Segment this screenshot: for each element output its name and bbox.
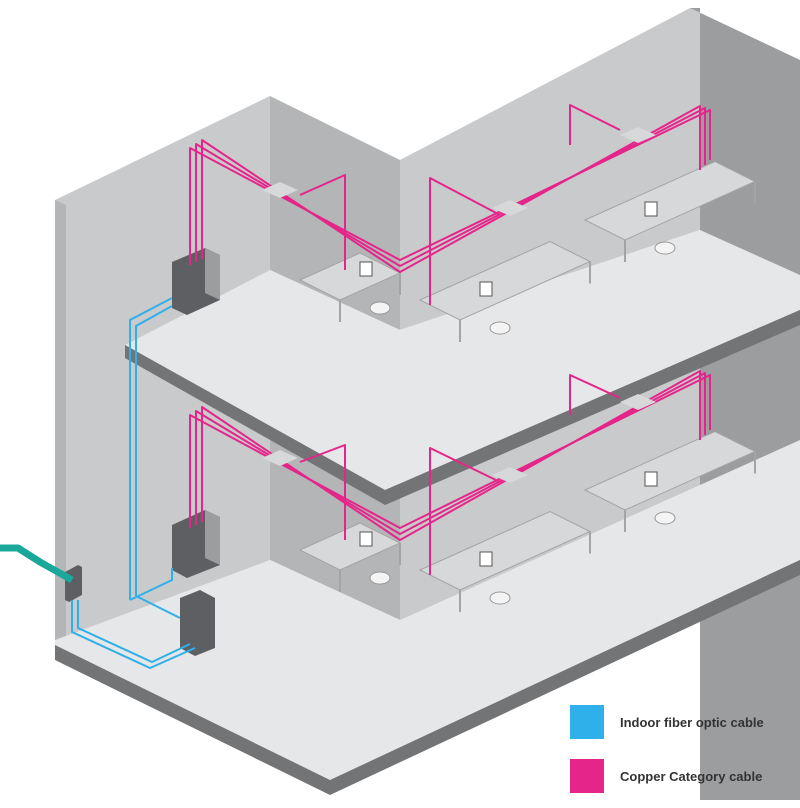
ceiling-panel (262, 450, 298, 466)
legend-item-fiber: Indoor fiber optic cable (570, 700, 795, 744)
lower-telecom-cabinet-side (205, 510, 220, 565)
fiber-optic-cables (71, 297, 196, 670)
fiber-to-rack (135, 595, 181, 619)
desk-upper-center-monitor (479, 281, 493, 297)
ceiling-panel (620, 394, 656, 410)
copper-cable-run (201, 105, 701, 273)
desk-lower-left-chair (369, 571, 391, 585)
desk-upper-right-chair (654, 241, 676, 255)
network-equipment (65, 248, 220, 656)
copper-cable-run (299, 174, 346, 270)
copper-cable-run (569, 374, 621, 415)
ground-floor (55, 440, 800, 795)
copper-cable-run (429, 177, 501, 305)
copper-category-cables (189, 104, 711, 575)
right-edge-wall (690, 8, 800, 800)
fiber-riser-cable (71, 600, 196, 670)
fiber-riser-cable-2 (77, 600, 191, 664)
desk-lower-right-chair (654, 511, 676, 525)
copper-cable-run (189, 109, 711, 265)
desk-lower-left-monitor (359, 531, 373, 547)
fiber-backbone-lower (129, 568, 173, 601)
desk-upper-left-monitor (359, 261, 373, 277)
desk-lower-center-chair (489, 591, 511, 605)
ground-floor-edge (55, 560, 800, 795)
copper-cable-run (201, 370, 701, 541)
copper-cable-run (299, 444, 346, 540)
ceiling-panel (262, 182, 298, 198)
upper-telecom-cabinet-side (205, 248, 220, 300)
server-rack (180, 590, 215, 656)
upper-floor (125, 230, 800, 505)
outdoor-feed-cable (0, 544, 74, 584)
ceiling-panel (492, 467, 528, 483)
fiber-backbone-upper-2 (135, 305, 173, 596)
upper-floor-edge (125, 310, 800, 505)
workstations (298, 160, 757, 612)
copper-swatch (570, 759, 604, 793)
desk-lower-center-monitor (479, 551, 493, 567)
legend-label-copper: Copper Category cable (620, 768, 763, 784)
legend: Indoor fiber optic cable Copper Category… (570, 700, 795, 808)
copper-cable-run (195, 372, 706, 535)
desk-upper-center-chair (489, 321, 511, 335)
ceiling-panels (262, 127, 656, 483)
copper-cable-run (195, 107, 706, 267)
copper-cable-run (429, 447, 501, 575)
legend-item-copper: Copper Category cable (570, 754, 795, 798)
outdoor-cable (0, 544, 74, 584)
fiber-backbone-upper (129, 297, 173, 600)
ceiling-panel (620, 127, 656, 143)
copper-cable-run (189, 374, 711, 529)
upper-floor-surface (125, 230, 800, 490)
ground-floor-surface (55, 440, 800, 780)
fiber-swatch (570, 705, 604, 739)
desk-lower-right-monitor (644, 471, 658, 487)
ceiling-panel (492, 200, 528, 216)
legend-label-fiber: Indoor fiber optic cable (620, 714, 764, 730)
desk-upper-right-monitor (644, 201, 658, 217)
entrance-terminal-box (65, 565, 82, 602)
copper-cable-run (569, 104, 621, 145)
left-wall-edge (55, 200, 66, 645)
desk-upper-left-chair (369, 301, 391, 315)
